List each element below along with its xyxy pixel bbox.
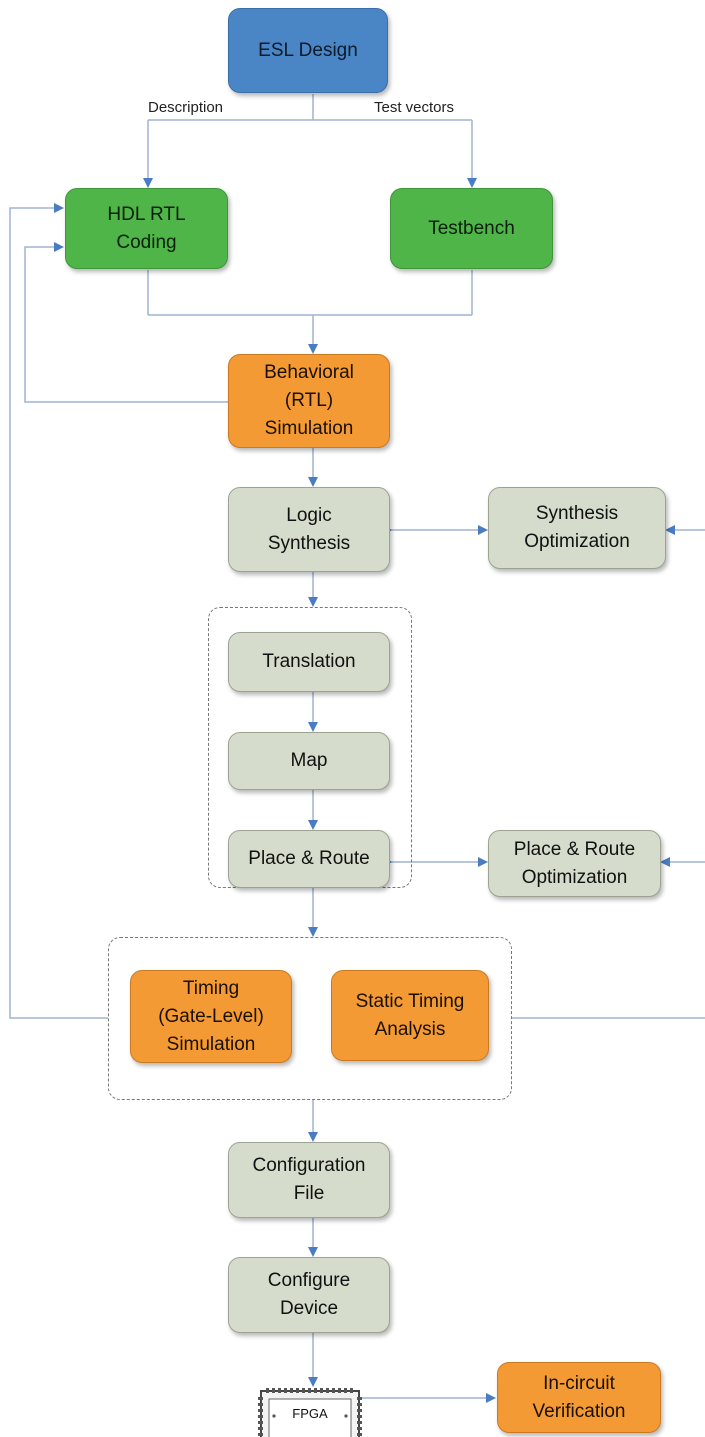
testbench-label: Testbench <box>428 217 515 239</box>
timing-simulation-label-line-2: (Gate-Level) <box>158 1005 264 1027</box>
behavioral-simulation-node: Behavioral (RTL) Simulation <box>228 354 390 448</box>
configuration-file-label-line-2: File <box>293 1183 325 1204</box>
in-circuit-verification-node: In-circuit Verification <box>497 1362 661 1433</box>
configure-device-label-line-1: Configure <box>267 1270 351 1291</box>
fpga-label: FPGA <box>292 1406 328 1421</box>
testbench-node: Testbench <box>390 188 553 269</box>
place-route-node: Place & Route <box>228 830 390 888</box>
hdl-rtl-coding-label-line-1: HDL RTL <box>107 203 186 225</box>
esl-design-label: ESL Design <box>258 39 358 61</box>
configuration-file-node: Configuration File <box>228 1142 390 1218</box>
map-label: Map <box>290 750 328 771</box>
synthesis-optimization-label-line-2: Optimization <box>524 531 630 552</box>
logic-synthesis-label-line-2: Synthesis <box>267 532 351 554</box>
map-node: Map <box>228 732 390 790</box>
test-vectors-edge-label: Test vectors <box>374 99 455 116</box>
behavioral-feedback <box>24 242 228 403</box>
timing-simulation-label-line-3: Simulation <box>166 1033 256 1055</box>
hdl-rtl-coding-label-line-2: Coding <box>116 231 177 253</box>
logic-synthesis-node: Logic Synthesis <box>228 487 390 572</box>
behavioral-simulation-label-line-2: (RTL) <box>284 390 334 411</box>
static-timing-analysis-label-line-2: Analysis <box>374 1018 446 1040</box>
place-route-optimization-node: Place & Route Optimization <box>488 830 661 897</box>
configuration-file-label-line-1: Configuration <box>252 1155 366 1176</box>
static-timing-analysis-node: Static Timing Analysis <box>331 970 489 1061</box>
in-circuit-verification-label-line-2: Verification <box>532 1400 626 1422</box>
in-circuit-verification-label-line-1: In-circuit <box>543 1372 615 1394</box>
esl-design-node: ESL Design <box>228 8 388 93</box>
behavioral-simulation-label-line-1: Behavioral <box>264 362 354 383</box>
configure-device-label-line-2: Device <box>279 1298 339 1319</box>
description-edge-label: Description <box>148 99 224 116</box>
place-route-optimization-label-line-2: Optimization <box>521 866 628 888</box>
synthesis-optimization-node: Synthesis Optimization <box>488 487 666 569</box>
place-route-optimization-label-line-1: Place & Route <box>513 838 636 860</box>
fpga-chip: FPGA <box>258 1388 362 1437</box>
logic-synthesis-label-line-1: Logic <box>286 504 332 526</box>
translation-node: Translation <box>228 632 390 692</box>
timing-simulation-node: Timing (Gate-Level) Simulation <box>130 970 292 1063</box>
timing-analysis-group <box>108 937 512 1100</box>
translation-label: Translation <box>262 651 356 672</box>
place-route-label: Place & Route <box>248 848 370 869</box>
configure-device-node: Configure Device <box>228 1257 390 1333</box>
behavioral-simulation-label-line-3: Simulation <box>264 418 354 439</box>
static-timing-analysis-label-line-1: Static Timing <box>355 990 465 1012</box>
synthesis-optimization-label-line-1: Synthesis <box>535 503 619 524</box>
timing-feedback <box>9 203 108 1019</box>
timing-simulation-label-line-1: Timing <box>182 977 240 999</box>
hdl-rtl-coding-node: HDL RTL Coding <box>65 188 228 269</box>
fpga-chip-icon <box>258 1388 362 1437</box>
